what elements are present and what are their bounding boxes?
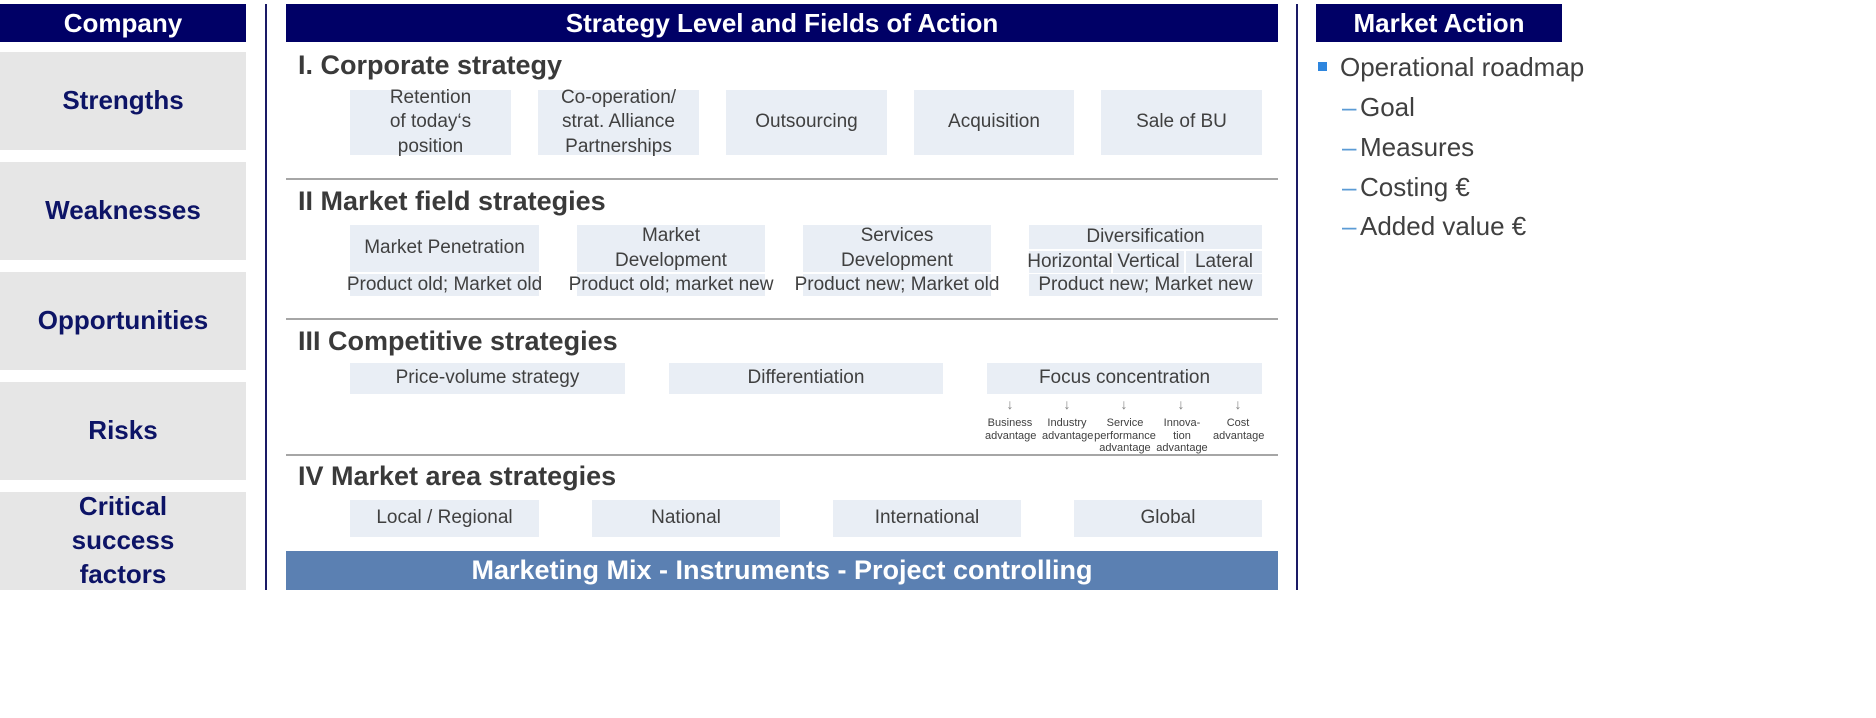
focus-item-cost: Cost advantage xyxy=(1213,417,1265,442)
corporate-tile-outsourcing: Outsourcing xyxy=(726,90,887,155)
price-volume-tile: Price-volume strategy xyxy=(350,363,625,394)
competitive-title: III Competitive strategies xyxy=(298,326,618,356)
services-development-sub: Product new; Market old xyxy=(794,274,1000,296)
market-field-title: II Market field strategies xyxy=(298,186,606,216)
company-item-critical-success-factors: Critical success factors xyxy=(0,491,246,590)
market-area-national: National xyxy=(592,500,780,537)
dash-bullet-icon: – xyxy=(1342,92,1357,122)
roadmap-measures: Measures xyxy=(1360,132,1475,162)
corporate-tile-sale-of-bu: Sale of BU xyxy=(1101,90,1262,155)
arrow-down-icon: ↓ xyxy=(1063,396,1071,412)
right-divider xyxy=(1296,4,1298,590)
diversification-sub: Product new; Market new xyxy=(1029,274,1262,296)
market-area-title: IV Market area strategies xyxy=(298,461,617,491)
separator-2 xyxy=(286,318,1278,320)
left-divider xyxy=(265,4,267,590)
market-penetration-sub: Product old; Market old xyxy=(346,274,543,296)
strategy-header: Strategy Level and Fields of Action xyxy=(286,4,1278,42)
market-development-sub: Product old; market new xyxy=(568,274,774,296)
separator-1 xyxy=(286,178,1278,180)
roadmap-added-value: Added value € xyxy=(1360,211,1527,241)
corporate-strategy-title: I. Corporate strategy xyxy=(298,50,563,80)
market-area-global: Global xyxy=(1074,500,1262,537)
services-development-tile: Services Development xyxy=(803,225,991,272)
company-item-strengths: Strengths xyxy=(0,52,246,150)
diversification-lateral: Lateral xyxy=(1186,251,1262,273)
company-header: Company xyxy=(0,4,246,42)
market-action-header: Market Action xyxy=(1316,4,1562,42)
company-item-risks: Risks xyxy=(0,382,246,480)
corporate-tile-cooperation: Co-operation/ strat. Alliance Partnershi… xyxy=(538,87,699,157)
company-item-weaknesses: Weaknesses xyxy=(0,162,246,260)
roadmap-goal: Goal xyxy=(1360,92,1415,122)
separator-3 xyxy=(286,454,1278,456)
arrow-down-icon: ↓ xyxy=(1177,396,1185,412)
company-item-opportunities: Opportunities xyxy=(0,272,246,370)
focus-item-industry: Industry advantage xyxy=(1042,417,1094,442)
diversification-horizontal: Horizontal xyxy=(1027,251,1113,273)
market-area-local: Local / Regional xyxy=(350,500,539,537)
operational-roadmap: Operational roadmap xyxy=(1340,52,1585,82)
corporate-tile-retention: Retention of today‘s position xyxy=(350,87,511,157)
market-development-tile: Market Development xyxy=(577,225,765,272)
market-penetration-tile: Market Penetration xyxy=(350,225,539,272)
market-area-international: International xyxy=(833,500,1021,537)
arrow-down-icon: ↓ xyxy=(1006,396,1014,412)
roadmap-costing: Costing € xyxy=(1360,172,1470,202)
diversification-vertical: Vertical xyxy=(1113,251,1184,273)
focus-item-innovation: Innova- tion advantage xyxy=(1156,417,1208,455)
arrow-down-icon: ↓ xyxy=(1120,396,1128,412)
dash-bullet-icon: – xyxy=(1342,172,1357,202)
square-bullet-icon xyxy=(1318,62,1327,71)
focus-item-business: Business advantage xyxy=(985,417,1037,442)
arrow-down-icon: ↓ xyxy=(1234,396,1242,412)
corporate-tile-acquisition: Acquisition xyxy=(914,90,1074,155)
focus-concentration-tile: Focus concentration xyxy=(987,363,1262,394)
differentiation-tile: Differentiation xyxy=(669,363,943,394)
marketing-mix-footer: Marketing Mix - Instruments - Project co… xyxy=(286,551,1278,590)
diversification-tile: Diversification xyxy=(1029,225,1262,249)
dash-bullet-icon: – xyxy=(1342,211,1357,241)
focus-item-service: Service performance advantage xyxy=(1094,417,1156,455)
dash-bullet-icon: – xyxy=(1342,132,1357,162)
